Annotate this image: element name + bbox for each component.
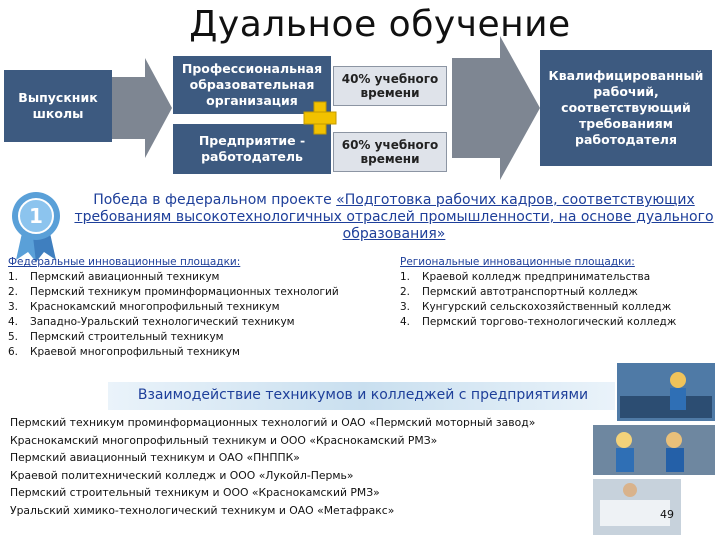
badge-number: 1 (29, 204, 43, 228)
flow-arrows (112, 36, 540, 180)
interaction-title: Взаимодействие техникумов и колледжей с … (137, 387, 589, 403)
list-item: 4.Пермский торгово-технологический колле… (400, 316, 677, 328)
list-item: Пермский строительный техникум и ООО «Кр… (10, 486, 380, 500)
education-org-box: Профессиональная образовательная организ… (173, 56, 331, 114)
list-item: 3.Кунгурский сельскохозяйственный коллед… (400, 301, 672, 313)
victory-statement: Победа в федеральном проекте «Подготовка… (74, 192, 714, 243)
share-40-tag: 40% учебного времени (333, 66, 447, 106)
photo-workers (591, 423, 717, 477)
plus-icon (303, 101, 337, 135)
list-item: 2.Пермский автотранспортный колледж (400, 286, 638, 298)
employer-box: Предприятие - работодатель (173, 124, 331, 174)
list-item: 2.Пермский техникум проминформационных т… (8, 286, 339, 298)
list-item: Уральский химико-технологический технику… (10, 503, 395, 517)
federal-header: Федеральные инновационные площадки: (8, 256, 241, 268)
industry-photos (591, 361, 717, 537)
list-item: 3.Краснокамский многопрофильный техникум (8, 301, 280, 313)
arrow-org-to-result (452, 36, 540, 180)
victory-project-link[interactable]: «Подготовка рабочих кадров, соответствую… (74, 192, 714, 242)
page-number: 49 (660, 508, 674, 521)
list-item: Краснокамский многопрофильный техникум и… (10, 433, 438, 447)
regional-header: Региональные инновационные площадки: (400, 256, 635, 268)
photo-workshop (615, 361, 717, 423)
share-60-tag: 60% учебного времени (333, 132, 447, 172)
page-title: Дуальное обучение (189, 4, 571, 45)
list-item: 1.Пермский авиационный техникум (8, 271, 220, 283)
list-item: 5.Пермский строительный техникум (8, 331, 224, 343)
school-graduate-box: Выпускник школы (4, 70, 112, 142)
interaction-band (108, 382, 618, 410)
arrow-school-to-org (112, 58, 172, 158)
list-item: Пермский техникум проминформационных тех… (10, 416, 536, 429)
photo-engineers (591, 477, 683, 537)
list-item: Краевой политехнический колледж и ООО «Л… (10, 468, 354, 482)
award-ribbon-icon: 1 (12, 192, 60, 262)
partners-list: Пермский техникум проминформационных тех… (10, 414, 535, 520)
list-item: 1.Краевой колледж предпринимательства (400, 271, 651, 283)
qualified-worker-box: Квалифицированный рабочий, соответствующ… (540, 50, 712, 166)
list-item: Пермский авиационный техникум и ОАО «ПНП… (10, 451, 300, 465)
list-item: 6.Краевой многопрофильный техникум (8, 346, 240, 358)
regional-sites-list: Региональные инновационные площадки: 1.К… (400, 255, 716, 330)
list-item: 4.Западно-Уральский технологический техн… (8, 316, 295, 328)
federal-sites-list: Федеральные инновационные площадки: 1.Пе… (8, 255, 388, 360)
victory-prefix: Победа в федеральном проекте (93, 192, 337, 208)
